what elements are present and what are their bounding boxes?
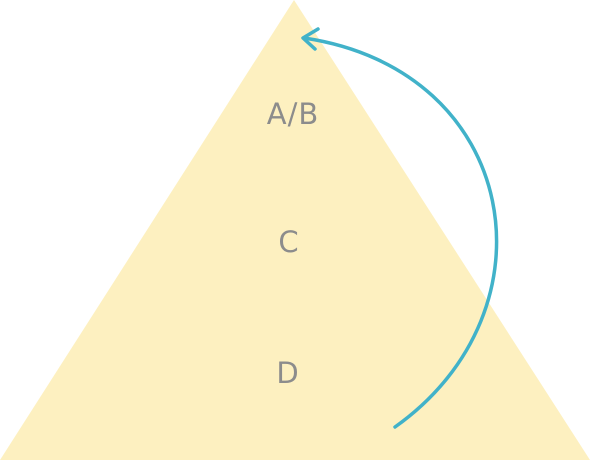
level-label-bottom: D <box>276 356 299 390</box>
level-label-middle: C <box>278 225 299 259</box>
arrow-curve <box>302 36 499 429</box>
arrow-head-icon <box>301 27 320 51</box>
level-label-top: A/B <box>267 97 320 131</box>
upward-curved-arrow <box>301 27 499 429</box>
